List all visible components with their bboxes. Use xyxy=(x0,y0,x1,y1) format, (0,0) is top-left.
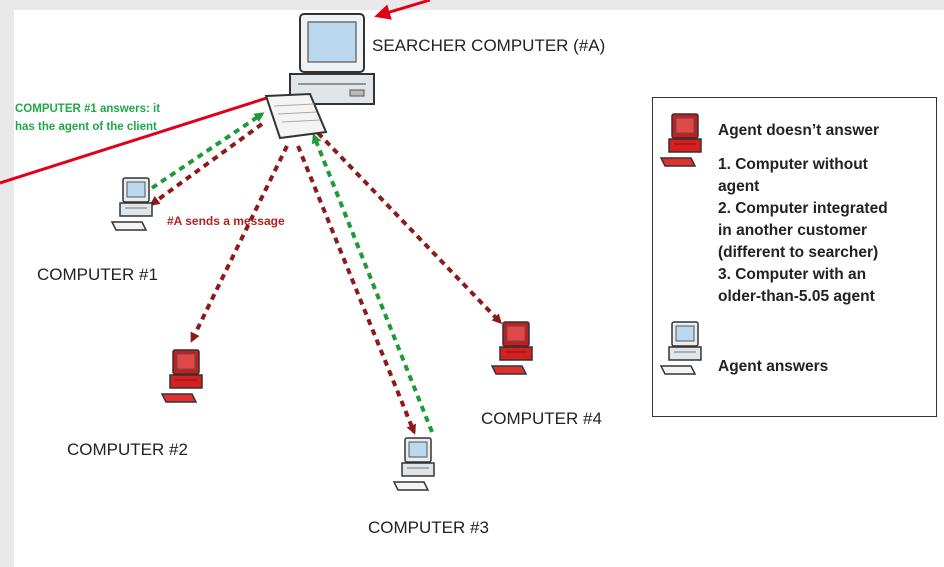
computer3-label: COMPUTER #3 xyxy=(368,518,489,537)
computer2-icon xyxy=(161,349,203,403)
computer4-label: COMPUTER #4 xyxy=(481,409,602,428)
legend-doesnt-answer-title: Agent doesn’t answer xyxy=(718,122,880,139)
answer-arrow-computer3 xyxy=(311,133,434,433)
searcher-label: SEARCHER COMPUTER (#A) xyxy=(372,36,606,55)
legend-box: Agent doesn’t answer 1. Computer without… xyxy=(652,97,937,417)
computer1-label: COMPUTER #1 xyxy=(37,265,158,284)
arrow-to-computer4 xyxy=(316,131,503,325)
legend-item1-line2: agent xyxy=(718,178,760,195)
answer-arrow-computer1 xyxy=(150,112,265,190)
legend-item2-line3: (different to searcher) xyxy=(718,244,879,261)
red-pointer-arrow-top xyxy=(374,0,431,20)
computer4-icon xyxy=(491,321,533,375)
searcher-computer-icon xyxy=(264,13,375,140)
arrow-to-computer1 xyxy=(149,122,264,206)
red-computer-legend-icon xyxy=(660,113,702,167)
legend-item1-line1: 1. Computer without xyxy=(718,156,868,173)
computer3-icon xyxy=(393,437,435,491)
message-note: #A sends a message xyxy=(167,214,285,228)
arrow-to-computer3 xyxy=(296,145,417,435)
blue-computer-legend-icon xyxy=(660,321,702,375)
red-pointer-line-left xyxy=(0,95,271,185)
legend-answers-title: Agent answers xyxy=(718,358,829,375)
answer-note-line1: COMPUTER #1 answers: it xyxy=(15,103,161,115)
answer-note-line2: has the agent of the client xyxy=(15,121,157,133)
legend-item3-line1: 3. Computer with an xyxy=(718,266,867,283)
legend-item2-line1: 2. Computer integrated xyxy=(718,200,888,217)
answer-note: COMPUTER #1 answers: it has the agent of… xyxy=(15,100,245,136)
legend-item3-line2: older-than-5.05 agent xyxy=(718,288,875,305)
arrow-to-computer2 xyxy=(190,145,289,343)
computer1-icon xyxy=(111,177,153,231)
computer2-label: COMPUTER #2 xyxy=(67,440,188,459)
legend-item2-line2: in another customer xyxy=(718,222,867,239)
